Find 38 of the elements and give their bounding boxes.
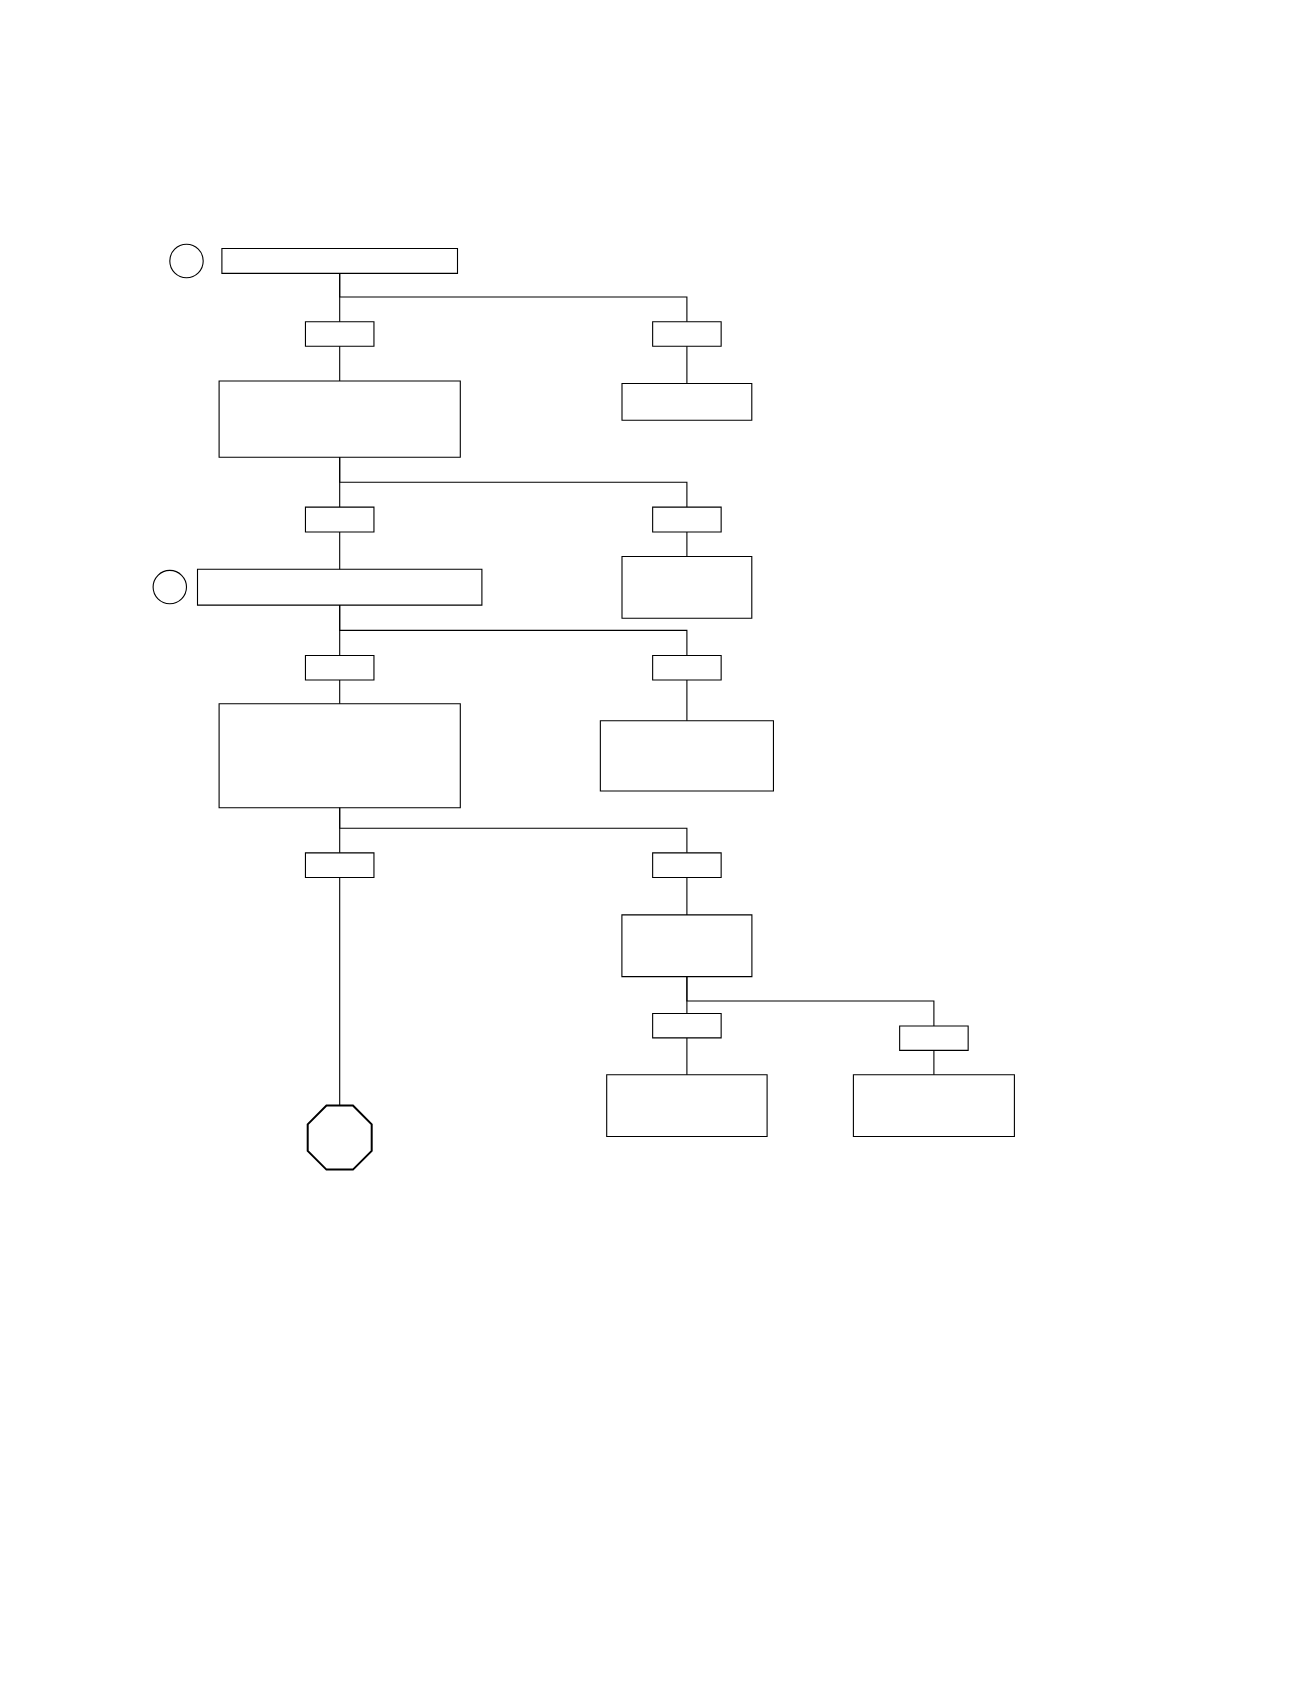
connector-line bbox=[686, 531, 688, 558]
connector-line bbox=[339, 272, 688, 323]
transition-box bbox=[304, 654, 375, 681]
connector-line bbox=[686, 877, 688, 916]
connector-line bbox=[686, 679, 688, 722]
step-box bbox=[196, 568, 483, 606]
step-box bbox=[218, 380, 461, 458]
connector-line bbox=[686, 1037, 688, 1076]
transition-box bbox=[304, 852, 375, 879]
connector-line bbox=[339, 807, 688, 854]
step-box bbox=[606, 1074, 768, 1138]
connector-line bbox=[686, 976, 935, 1027]
step-box bbox=[621, 914, 753, 978]
connector-line bbox=[339, 679, 341, 705]
step-box bbox=[852, 1074, 1015, 1138]
step-box bbox=[621, 555, 753, 619]
connector-line bbox=[933, 1049, 935, 1076]
step-box bbox=[621, 382, 753, 421]
circle-marker bbox=[152, 569, 188, 605]
transition-box bbox=[304, 506, 375, 533]
connector-line bbox=[339, 345, 341, 382]
transition-box bbox=[652, 852, 722, 879]
connector-line bbox=[339, 456, 688, 508]
transition-box bbox=[652, 321, 722, 347]
step-box bbox=[599, 720, 774, 792]
connector-line bbox=[339, 604, 688, 657]
transition-box bbox=[652, 1012, 722, 1039]
transition-box bbox=[304, 321, 375, 347]
connector-line bbox=[686, 345, 688, 385]
transition-box bbox=[899, 1025, 969, 1051]
connector-line bbox=[339, 877, 341, 1107]
transition-box bbox=[652, 654, 722, 681]
step-box bbox=[218, 703, 461, 809]
connector-line bbox=[339, 531, 341, 570]
transition-box bbox=[652, 506, 722, 533]
stop-octagon bbox=[306, 1104, 373, 1171]
circle-marker bbox=[169, 243, 204, 279]
step-box bbox=[221, 247, 459, 274]
